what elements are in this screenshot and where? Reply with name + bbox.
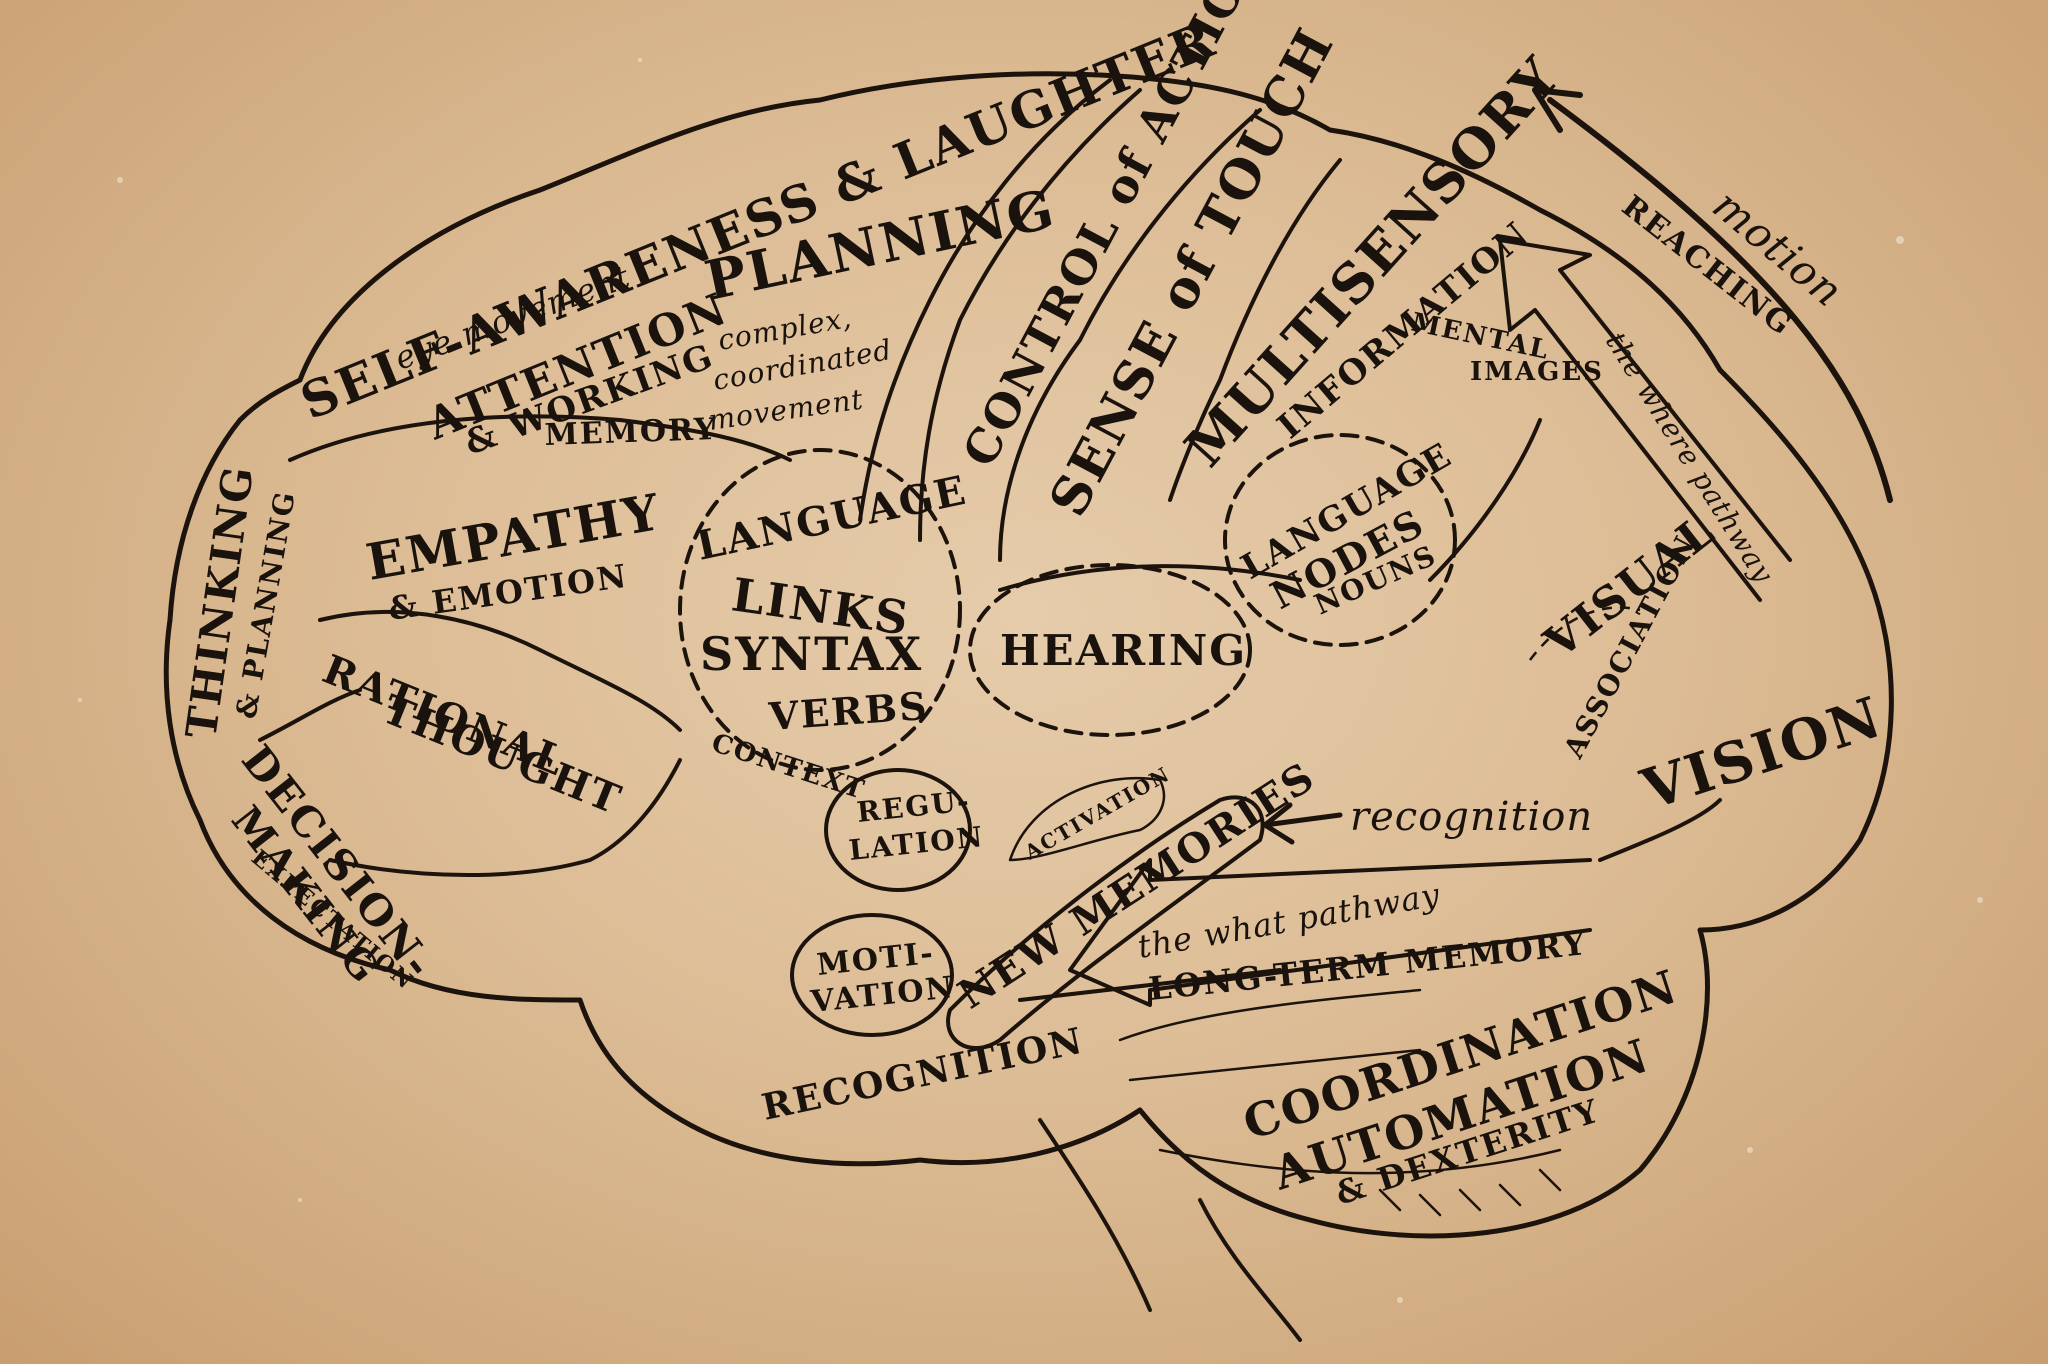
motion-arrowhead [1532, 87, 1583, 133]
label-images: IMAGES [1470, 357, 1604, 387]
label-syntax: SYNTAX [700, 627, 923, 681]
hearing-boundary [968, 563, 1252, 737]
brain-stem [1038, 1118, 1302, 1342]
brain-outline [163, 71, 1894, 1239]
label-recognition-low: RECOGNITION [758, 1020, 1087, 1129]
label-thought: THOUGHT [376, 686, 628, 824]
cerebellum-folds [1118, 988, 1562, 1217]
label-vision: VISION [1633, 684, 1890, 824]
recognition-arrowhead [1262, 802, 1295, 845]
visual-association-boundary [1529, 606, 1641, 661]
paper-texture [78, 58, 1983, 1303]
activation-lobe [1008, 776, 1166, 862]
label-hearing: HEARING [1000, 626, 1247, 675]
label-recognition-arrow: recognition [1350, 794, 1593, 840]
recognition-arrow [1262, 812, 1343, 828]
what-pathway-arrow [1068, 858, 1592, 1007]
language-links-boundary [678, 448, 962, 772]
language-nodes-boundary [1223, 433, 1457, 647]
motivation-lobe [790, 913, 954, 1037]
regulation-lobe [824, 768, 972, 892]
new-memories-lobe [946, 795, 1265, 1051]
region-dividers [258, 78, 1722, 1002]
label-verbs: VERBS [766, 683, 929, 739]
label-memory: MEMORY [544, 412, 718, 453]
where-pathway-arrow [1498, 238, 1792, 602]
motion-arrow [1547, 97, 1893, 503]
